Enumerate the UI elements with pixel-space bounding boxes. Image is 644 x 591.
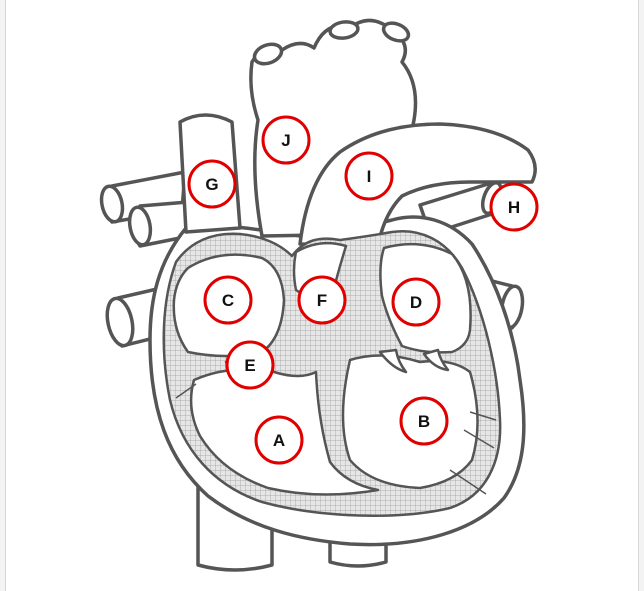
label-marker-b: B xyxy=(401,398,447,444)
label-a: A xyxy=(273,431,285,450)
label-marker-f: F xyxy=(299,277,345,323)
label-j: J xyxy=(281,131,290,150)
label-marker-j: J xyxy=(263,117,309,163)
label-d: D xyxy=(410,293,422,312)
label-h: H xyxy=(508,198,520,217)
label-marker-i: I xyxy=(346,153,392,199)
label-f: F xyxy=(317,291,327,310)
label-g: G xyxy=(205,175,218,194)
label-i: I xyxy=(367,167,372,186)
label-marker-g: G xyxy=(189,161,235,207)
label-marker-e: E xyxy=(227,342,273,388)
label-marker-a: A xyxy=(256,417,302,463)
label-marker-h: H xyxy=(491,184,537,230)
label-b: B xyxy=(418,412,430,431)
label-c: C xyxy=(222,291,234,310)
label-marker-d: D xyxy=(393,279,439,325)
label-e: E xyxy=(244,356,255,375)
label-marker-c: C xyxy=(205,277,251,323)
